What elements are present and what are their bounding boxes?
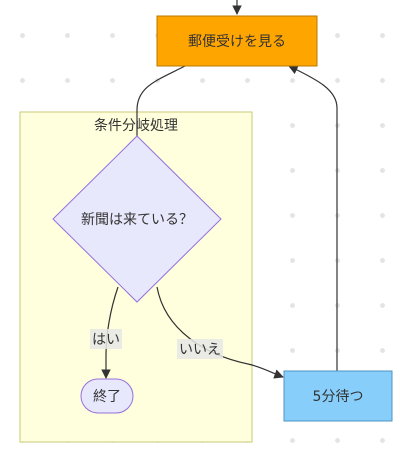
edge-label-yes-text: はい	[92, 332, 120, 348]
edge-check-to-decision	[136, 65, 186, 136]
node-check-mailbox-box[interactable]	[156, 15, 318, 67]
edge-label-yes: はい	[90, 329, 122, 349]
edge-label-no: いいえ	[177, 339, 223, 359]
node-check-mailbox[interactable]: 郵便受けを見る	[156, 15, 318, 67]
node-wait-box[interactable]	[283, 370, 393, 422]
node-end-box[interactable]	[80, 378, 134, 414]
edge-decision-yes-to-end	[101, 286, 119, 379]
subgraph-title: 条件分岐処理	[94, 117, 178, 134]
edge-label-yes-bg	[90, 329, 122, 349]
edge-label-no-text: いいえ	[179, 342, 221, 358]
node-wait[interactable]: 5分待つ	[283, 370, 393, 422]
edge-label-no-bg	[177, 339, 223, 359]
node-end-label: 終了	[93, 389, 121, 405]
edge-wait-to-check	[288, 65, 338, 371]
node-end[interactable]: 終了	[80, 378, 134, 414]
node-decision[interactable]: 新聞は来ている？	[52, 135, 222, 303]
node-decision-label: 新聞は来ている？	[81, 212, 193, 228]
node-wait-label: 5分待つ	[313, 389, 364, 405]
node-check-mailbox-label: 郵便受けを見る	[188, 34, 286, 50]
node-decision-diamond[interactable]	[52, 135, 222, 303]
edge-decision-no-to-wait	[156, 286, 284, 379]
edges	[101, 0, 338, 379]
